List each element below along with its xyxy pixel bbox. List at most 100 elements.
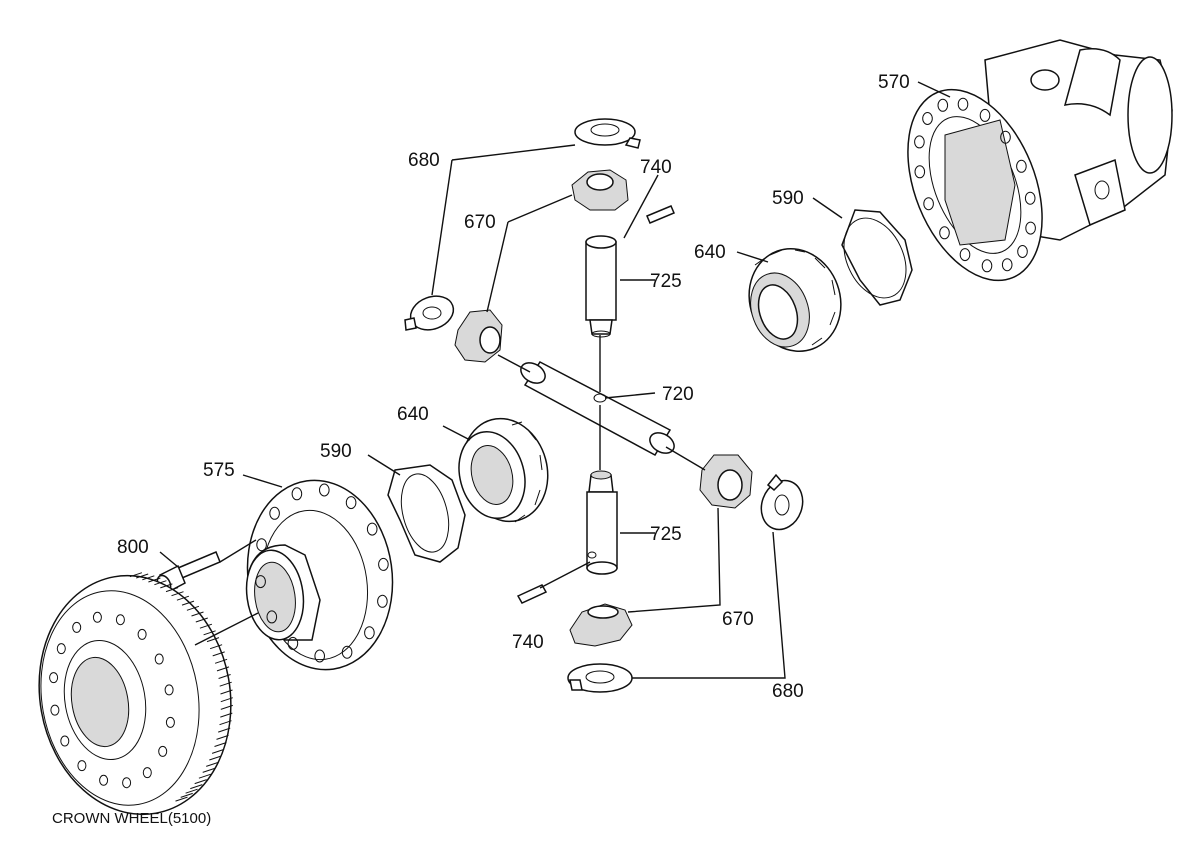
differential-cover	[245, 479, 394, 671]
housing-bolt-hole	[1024, 191, 1036, 205]
label-640-right: 640	[694, 242, 726, 263]
cover-bolt-hole	[291, 487, 303, 501]
cover-bolt-hole	[378, 557, 389, 571]
crown-tooth	[212, 651, 225, 657]
crown-tooth	[218, 674, 231, 679]
crown-tooth	[160, 583, 173, 589]
crown-tooth	[219, 681, 232, 687]
thrust-washer-680-left	[404, 295, 455, 331]
crown-bolt-hole	[92, 611, 102, 623]
crown-tooth	[185, 788, 198, 794]
crown-bolt-hole	[72, 621, 82, 633]
pinion-670-left	[454, 309, 503, 363]
thrust-washer-680-top	[574, 118, 641, 149]
crown-tooth	[199, 623, 213, 629]
housing-bolt-hole	[979, 108, 991, 122]
roll-pin-740-bottom	[516, 584, 548, 604]
crown-bolt-hole	[77, 760, 87, 772]
label-800: 800	[117, 537, 149, 558]
crown-tooth	[214, 658, 228, 664]
crown-tooth	[209, 644, 223, 650]
housing-bolt-hole	[914, 135, 925, 149]
crown-tooth	[218, 727, 231, 733]
housing-bolt-hole	[914, 165, 926, 179]
cover-bolt-hole	[341, 645, 353, 659]
crown-tooth	[142, 575, 155, 581]
crown-tooth	[186, 605, 200, 611]
cross-shaft-720	[520, 361, 675, 456]
label-crown-wheel: CROWN WHEEL(5100)	[52, 810, 211, 827]
crown-bolt-hole	[137, 628, 147, 640]
crown-tooth	[220, 697, 233, 703]
cover-bolt-hole	[314, 649, 326, 663]
pinion-670-top	[571, 169, 629, 211]
side-gear-640-right	[748, 248, 842, 352]
label-640-left: 640	[397, 404, 429, 425]
pinion-670-bottom	[569, 603, 633, 647]
cover-bolt-hole	[255, 575, 266, 589]
housing-bolt-hole	[1025, 221, 1036, 235]
label-680-bottom: 680	[772, 681, 804, 702]
housing-bolt-hole	[1016, 159, 1027, 173]
crown-tooth	[214, 742, 227, 747]
crown-tooth	[165, 587, 179, 593]
crown-bolt-hole	[164, 684, 174, 696]
cover-bolt-hole	[345, 496, 357, 510]
housing-bolt-hole	[1001, 258, 1013, 272]
roll-pin-740-top	[646, 205, 675, 224]
housing-bolt-hole	[922, 112, 933, 125]
crown-tooth	[209, 755, 222, 761]
label-575: 575	[203, 460, 235, 481]
housing-bolt-hole	[957, 97, 969, 111]
label-725-upper: 725	[650, 271, 682, 292]
crown-tooth	[129, 572, 143, 578]
crown-tooth	[194, 779, 207, 785]
part-labels: 570 590 640 680 740 670 725 720 640 590 …	[52, 72, 910, 827]
label-740-bottom: 740	[512, 632, 544, 653]
crown-bolt-hole	[49, 672, 59, 684]
crown-tooth	[191, 611, 204, 617]
pinion-670-right	[699, 454, 753, 509]
crown-tooth	[202, 767, 215, 773]
crown-tooth	[220, 704, 233, 710]
washer-590-right	[841, 209, 913, 306]
crown-tooth	[176, 595, 190, 601]
housing-bolt-hole	[1017, 245, 1028, 258]
thrust-washer-680-right	[760, 473, 804, 531]
label-590-left: 590	[320, 441, 352, 462]
label-725-lower: 725	[650, 524, 682, 545]
washer-590-left	[387, 464, 466, 563]
crown-tooth	[154, 580, 167, 586]
crown-bolt-hole	[50, 704, 60, 716]
crown-bolt-hole	[142, 767, 152, 779]
crown-tooth	[198, 773, 212, 779]
cover-bolt-hole	[366, 522, 378, 536]
differential-housing	[907, 39, 1173, 282]
label-670-top: 670	[464, 212, 496, 233]
cover-bolt-hole	[256, 538, 267, 552]
crown-bolt-hole	[56, 643, 66, 655]
cover-bolt-hole	[364, 626, 375, 640]
housing-bolt-hole	[981, 259, 993, 273]
crown-bolt-hole	[122, 777, 132, 789]
crown-tooth	[180, 792, 193, 798]
crown-tooth	[175, 796, 188, 802]
label-670-bottom: 670	[722, 609, 754, 630]
side-gear-640-left	[458, 417, 549, 523]
label-680-top: 680	[408, 150, 440, 171]
label-720: 720	[662, 384, 694, 405]
housing-bolt-hole	[923, 197, 934, 211]
crown-bolt-hole	[158, 745, 168, 757]
leader-lines	[159, 81, 951, 679]
cover-bolt-hole	[377, 594, 388, 608]
crown-tooth	[203, 630, 216, 636]
crown-tooth	[171, 591, 184, 597]
crown-tooth	[219, 720, 232, 726]
label-740-top: 740	[640, 157, 672, 178]
crown-bolt-hole	[165, 716, 175, 728]
crown-bolt-hole	[154, 653, 164, 665]
crown-bolt-hole	[99, 774, 109, 786]
housing-bolt-hole	[939, 226, 950, 240]
label-590-right: 590	[772, 188, 804, 209]
